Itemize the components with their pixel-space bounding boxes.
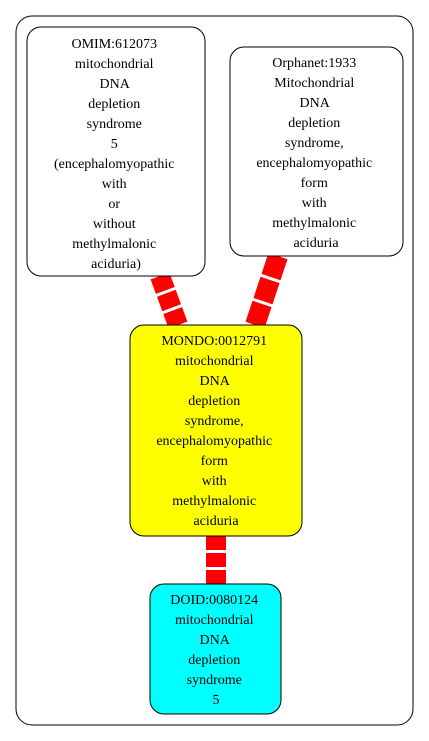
edge-orphanet-mondo[interactable] (245, 252, 288, 329)
edge-mondo-doid-bar (206, 570, 226, 584)
edge-omim-mondo-bar (163, 307, 188, 329)
node-orphanet-label: Orphanet:1933 Mitochondrial DNA depletio… (256, 56, 375, 251)
edge-mondo-doid[interactable] (206, 536, 226, 584)
node-mondo-label: MONDO:0012791 mitochondrial DNA depletio… (156, 334, 275, 529)
edges (150, 252, 288, 584)
node-omim-label: OMIM:612073 mitochondrial DNA depletion … (54, 37, 178, 272)
node-omim-box (26, 26, 206, 277)
node-doid-box (149, 583, 282, 715)
edge-omim-mondo[interactable] (150, 272, 188, 329)
node-orphanet-box (229, 46, 404, 257)
node-orphanet[interactable]: Orphanet:1933 Mitochondrial DNA depletio… (229, 46, 404, 257)
node-mondo[interactable]: MONDO:0012791 mitochondrial DNA depletio… (129, 324, 303, 537)
edge-orphanet-mondo-bar (261, 252, 288, 281)
edge-mondo-doid-bar (206, 536, 226, 550)
edge-omim-mondo-bar (157, 289, 181, 312)
edge-mondo-doid-bar (206, 553, 226, 567)
node-mondo-box (129, 324, 303, 537)
node-omim[interactable]: OMIM:612073 mitochondrial DNA depletion … (26, 26, 206, 277)
edge-orphanet-mondo-bar (245, 300, 272, 329)
edge-orphanet-mondo-bar (253, 276, 280, 305)
node-doid-label: DOID:0080124 mitochondrial DNA depletion… (170, 593, 261, 708)
node-doid[interactable]: DOID:0080124 mitochondrial DNA depletion… (149, 583, 282, 715)
edge-omim-mondo-bar (150, 272, 175, 294)
